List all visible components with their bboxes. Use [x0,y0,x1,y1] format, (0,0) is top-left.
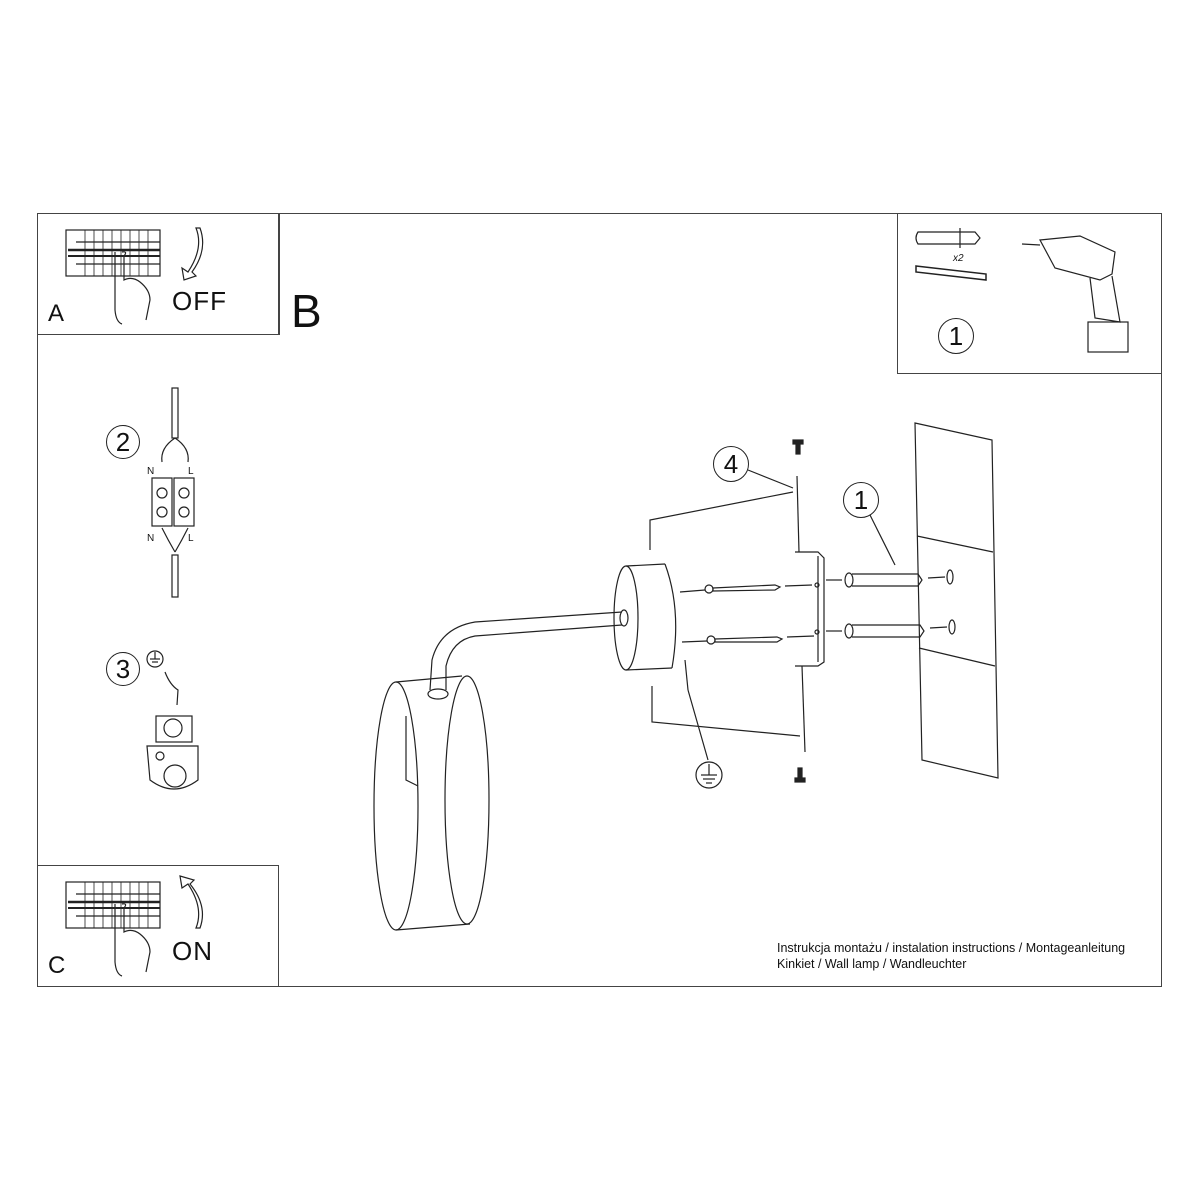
section-b-letter: B [291,285,322,337]
lamp-shade [373,675,490,931]
hand-icon-c [114,903,151,977]
live-top-label: L [188,466,194,477]
caption-line-2: Kinkiet / Wall lamp / Wandleuchter [777,957,967,971]
on-label: ON [172,936,213,966]
quantity-label: x2 [953,253,964,264]
wall-panel [914,422,999,779]
step-2-number: 2 [115,426,131,457]
off-label: OFF [172,286,227,316]
step-1-leader [869,514,896,566]
bracket-screw-bottom [794,767,806,783]
breaker-panel-icon-c [65,881,161,929]
lamp-canopy [613,563,689,691]
panel-tools: x2 1 [897,213,1162,374]
assembly-guide-lower [651,686,801,737]
panel-c-power-on: C ON [37,865,279,987]
arrow-down-icon [181,227,204,281]
drill-icon [1021,235,1129,353]
step-1-number: 1 [948,320,964,351]
step-3-badge: 3 [106,652,140,686]
screw-lower [681,635,815,645]
step-4-number: 4 [723,448,739,479]
anchor-upper [826,569,954,588]
caption: Instrukcja montażu / instalation instruc… [777,940,1125,972]
diagram-frame [37,213,1162,987]
panel-a-power-off: A OFF [37,213,279,335]
ground-symbol-icon [687,689,723,789]
wall-anchor-icon [915,228,981,248]
neutral-top-label: N [147,466,155,477]
live-bottom-label: L [188,533,194,544]
wiring-connector-icon [151,387,195,598]
panel-c-letter: C [48,952,66,979]
caption-line-1: Instrukcja montażu / instalation instruc… [777,941,1126,955]
neutral-bottom-label: N [147,533,155,544]
assembly-guide-upper [649,491,794,550]
step-4-badge: 4 [713,446,749,482]
step-1-anchor-number: 1 [853,484,869,515]
screw-upper [679,584,813,594]
step-4-leader [747,469,794,489]
step-1-anchor-badge: 1 [843,482,879,518]
step-2-badge: 2 [106,425,140,459]
hand-icon [114,251,151,325]
panel-a-letter: A [48,300,65,327]
lamp-arm [427,611,623,700]
mounting-bracket [795,475,825,753]
screw-icon [915,265,987,281]
anchor-lower [826,619,956,639]
breaker-panel-icon [65,229,161,277]
bracket-screw-top [792,439,804,455]
step-1-badge: 1 [938,318,974,354]
arrow-up-icon [179,875,203,929]
step-3-number: 3 [115,653,131,684]
ground-terminal-icon [146,650,199,790]
